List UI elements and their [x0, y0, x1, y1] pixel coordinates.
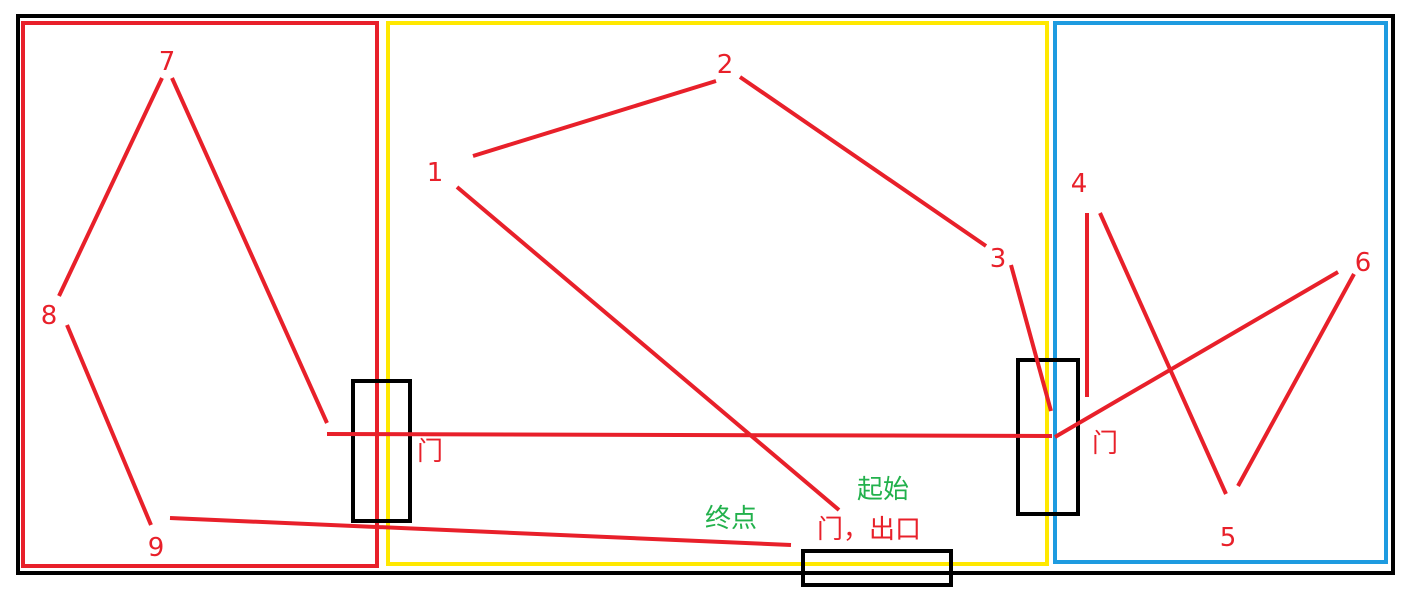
point-4-label: 4 [1071, 169, 1088, 199]
outer-boundary [16, 14, 1395, 575]
path-5-to-6 [1236, 273, 1356, 487]
left-room [21, 21, 379, 568]
path-door-to-7 [170, 77, 329, 424]
path-start-to-1 [455, 185, 841, 512]
point-2-label: 2 [717, 50, 734, 80]
path-door-to-door [326, 432, 1053, 438]
door-left-label: 门 [417, 437, 443, 467]
door-exit [801, 549, 953, 587]
point-8-label: 8 [41, 301, 58, 331]
middle-room [386, 21, 1049, 566]
point-7-label: 7 [159, 47, 176, 77]
point-1-label: 1 [427, 158, 444, 188]
path-2-to-3 [738, 75, 988, 248]
path-4-to-5 [1098, 212, 1228, 495]
route-path [57, 75, 1356, 547]
path-3-to-door [1009, 264, 1053, 412]
path-9-to-end [169, 516, 792, 547]
point-5-label: 5 [1220, 523, 1237, 553]
point-6-label: 6 [1355, 248, 1372, 278]
path-7-to-8 [57, 77, 164, 297]
door-exit-label: 门，出口 [817, 515, 921, 545]
door-right-label: 门 [1092, 429, 1118, 459]
path-1-to-2 [472, 79, 717, 158]
point-3-label: 3 [990, 244, 1007, 274]
end-label: 终点 [705, 504, 757, 534]
point-9-label: 9 [148, 533, 165, 563]
path-6-to-door [1053, 270, 1340, 439]
path-8-to-9 [65, 324, 153, 526]
start-label: 起始 [857, 475, 909, 505]
door-left [351, 379, 412, 523]
right-room [1053, 21, 1388, 564]
